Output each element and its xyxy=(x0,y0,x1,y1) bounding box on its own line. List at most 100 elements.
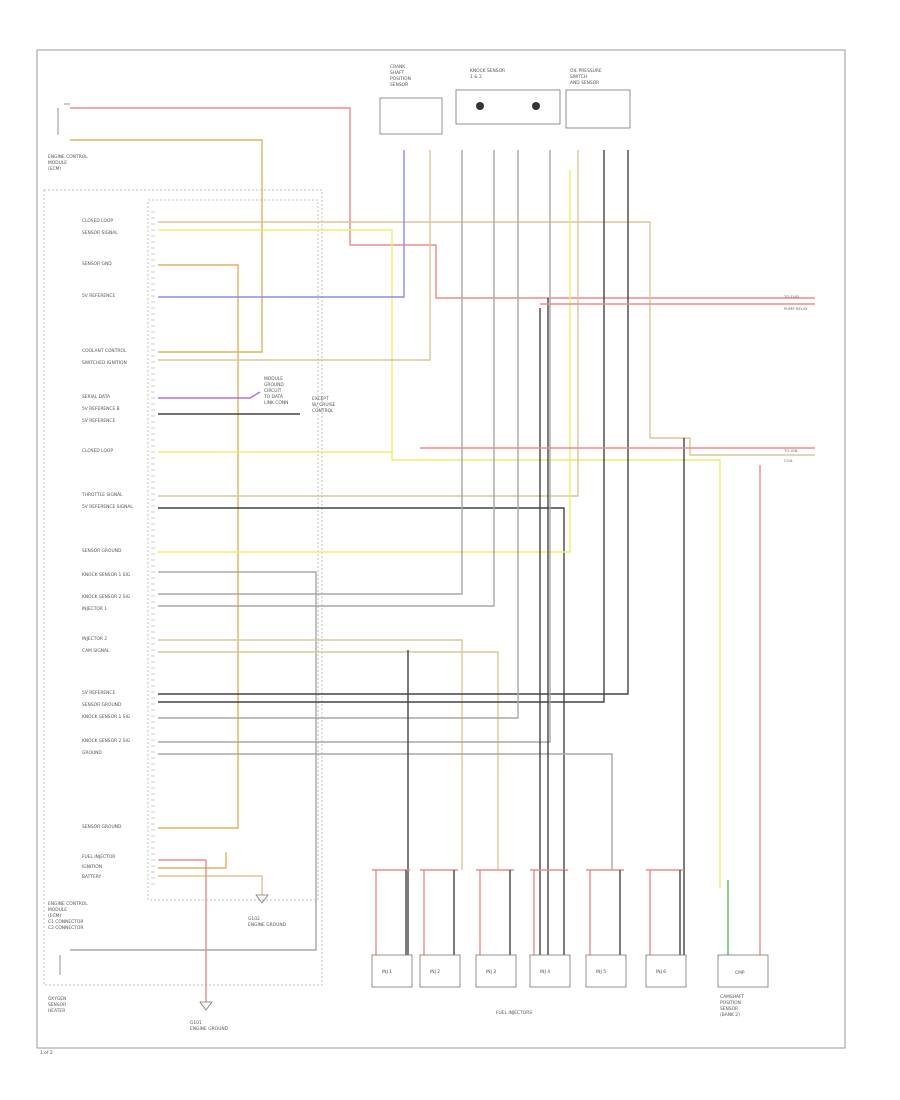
injector-label: INJ 6 xyxy=(656,969,666,975)
pin-label: SENSOR GROUND xyxy=(82,548,122,554)
wire-dark xyxy=(158,150,629,695)
wire-tan xyxy=(158,639,463,870)
svg-text:TO DATA: TO DATA xyxy=(263,394,283,400)
svg-text:KNOCK SENSOR: KNOCK SENSOR xyxy=(470,68,505,74)
svg-text:ENGINE GROUND: ENGINE GROUND xyxy=(190,1026,229,1032)
pin-label: SENSOR SIGNAL xyxy=(82,230,118,236)
pin-label: BATTERY xyxy=(82,874,102,880)
top-device-oil-pressure: OIL PRESSURE SWITCH AND SENSOR xyxy=(565,68,631,129)
svg-text:ENGINE GROUND: ENGINE GROUND xyxy=(248,922,287,928)
wire-violet xyxy=(158,391,261,399)
wire-gray xyxy=(158,150,463,595)
svg-text:SWITCH: SWITCH xyxy=(570,74,587,80)
ground-symbol-1: G101 ENGINE GROUND xyxy=(190,860,229,1032)
svg-text:EXCEPT: EXCEPT xyxy=(312,396,329,402)
pin-label: 5V REFERENCE B xyxy=(82,406,120,412)
svg-text:MODULE: MODULE xyxy=(264,376,283,382)
svg-text:(ECM): (ECM) xyxy=(48,166,61,172)
pin-label: SENSOR GROUND xyxy=(82,702,122,708)
pin-label: COOLANT CONTROL xyxy=(82,348,127,354)
svg-text:HEATER: HEATER xyxy=(48,1008,65,1014)
pin-label: THROTTLE SIGNAL xyxy=(81,492,123,498)
right-device-cam-sensor: CMP CAMSHAFT POSITION SENSOR (BANK 2) xyxy=(717,954,769,1018)
injector-4: INJ 4 xyxy=(529,869,571,988)
pin-label: CLOSED LOOP xyxy=(82,218,113,224)
pin-label: 5V REFERENCE xyxy=(82,293,115,299)
injector-2: INJ 2 xyxy=(419,869,461,988)
pin-label: 5V REFERENCE xyxy=(82,418,115,424)
svg-text:POSITION: POSITION xyxy=(720,1000,741,1006)
injector-5: INJ 5 xyxy=(585,869,627,988)
ecm-title: ENGINE CONTROL MODULE (ECM) xyxy=(48,154,88,172)
ecm-connector-block xyxy=(147,199,319,901)
injector-label: INJ 2 xyxy=(430,969,440,975)
injector-label: INJ 5 xyxy=(596,969,606,975)
svg-text:GROUND: GROUND xyxy=(264,382,284,388)
wire-orange xyxy=(158,852,227,869)
pin-label: CLOSED LOOP xyxy=(82,448,113,454)
wire-bundle xyxy=(70,107,815,960)
wire-red xyxy=(70,107,815,299)
wire-gray xyxy=(158,150,495,607)
pin-label: FUEL INJECTOR xyxy=(82,854,115,860)
pin-label: SENSOR GND xyxy=(82,261,112,267)
pin-label: 5V REFERENCE xyxy=(82,690,115,696)
svg-text:MODULE: MODULE xyxy=(48,160,67,166)
left-bottom-device: OXYGEN SENSOR HEATER xyxy=(48,955,66,1014)
svg-text:CIRCUIT: CIRCUIT xyxy=(264,388,282,394)
pin-label: 5V REFERENCE SIGNAL xyxy=(82,504,133,510)
svg-text:C2 CONNECTOR: C2 CONNECTOR xyxy=(48,925,83,931)
svg-text:OXYGEN: OXYGEN xyxy=(48,996,66,1002)
svg-text:SENSOR: SENSOR xyxy=(48,1002,66,1008)
svg-text:(BANK 2): (BANK 2) xyxy=(720,1012,740,1018)
injector-label: INJ 4 xyxy=(540,969,550,975)
pin-label: GROUND xyxy=(82,750,102,756)
svg-text:COIL: COIL xyxy=(784,458,794,463)
injector-label: INJ 1 xyxy=(382,969,392,975)
svg-text:G102: G102 xyxy=(248,916,260,922)
svg-text:SENSOR: SENSOR xyxy=(720,1006,738,1012)
svg-text:ENGINE CONTROL: ENGINE CONTROL xyxy=(48,154,88,160)
injector-label: INJ 3 xyxy=(486,969,496,975)
wire-blue xyxy=(158,150,405,298)
injector-6: INJ 6 xyxy=(645,869,687,988)
wire-gray xyxy=(158,753,613,870)
pin-label: KNOCK SENSOR 1 SIG xyxy=(82,572,131,578)
pin-label: KNOCK SENSOR 2 SIG xyxy=(82,594,131,600)
svg-text:AND SENSOR: AND SENSOR xyxy=(570,80,599,86)
pin-label: INJECTOR 2 xyxy=(82,636,107,642)
pin-label: IGNITION xyxy=(82,864,102,870)
pin-label-group: CLOSED LOOP SENSOR SIGNAL SENSOR GND 5V REF… xyxy=(81,218,133,880)
svg-text:(ECM): (ECM) xyxy=(48,913,61,919)
svg-text:CAMSHAFT: CAMSHAFT xyxy=(720,994,744,1000)
svg-text:OIL PRESSURE: OIL PRESSURE xyxy=(570,68,602,74)
pin-label: INJECTOR 1 xyxy=(82,606,107,612)
svg-text:POSITION: POSITION xyxy=(390,76,411,82)
svg-text:G101: G101 xyxy=(190,1020,202,1026)
svg-text:SHAFT: SHAFT xyxy=(390,70,405,76)
wire-tan xyxy=(158,651,499,870)
pin-label: SENSOR GROUND xyxy=(82,824,122,830)
wire-yellow xyxy=(158,170,571,553)
svg-text:SENSOR: SENSOR xyxy=(390,82,408,88)
wire-orange xyxy=(70,139,263,353)
right-edge-labels: TO FUEL PUMP RELAY TO IGN COIL xyxy=(783,294,808,463)
svg-text:CONTROL: CONTROL xyxy=(312,408,334,414)
injector-3: INJ 3 xyxy=(475,869,517,988)
wire-gray xyxy=(158,150,519,719)
injector-group: INJ 1 INJ 2 INJ 3 INJ 4 INJ 5 INJ 6 xyxy=(371,869,687,988)
wire-tan xyxy=(158,150,579,497)
top-device-knock-sensor: KNOCK SENSOR 1 & 2 xyxy=(455,68,561,125)
wire-dark xyxy=(158,150,605,703)
module-callout: MODULE GROUND CIRCUIT TO DATA LINK CONN … xyxy=(263,376,336,414)
svg-text:MODULE: MODULE xyxy=(48,907,67,913)
fuel-injectors-label: FUEL INJECTORS xyxy=(496,1010,532,1016)
pin-label: KNOCK SENSOR 1 SIG xyxy=(82,714,131,720)
injector-1: INJ 1 xyxy=(371,869,413,988)
pin-tick-column xyxy=(151,211,155,885)
wire-gray xyxy=(158,150,551,743)
svg-text:ENGINE CONTROL: ENGINE CONTROL xyxy=(48,901,88,907)
module-bottom-label: ENGINE CONTROL MODULE (ECM) C1 CONNECTOR… xyxy=(48,901,88,931)
wire-yellow xyxy=(158,229,721,888)
